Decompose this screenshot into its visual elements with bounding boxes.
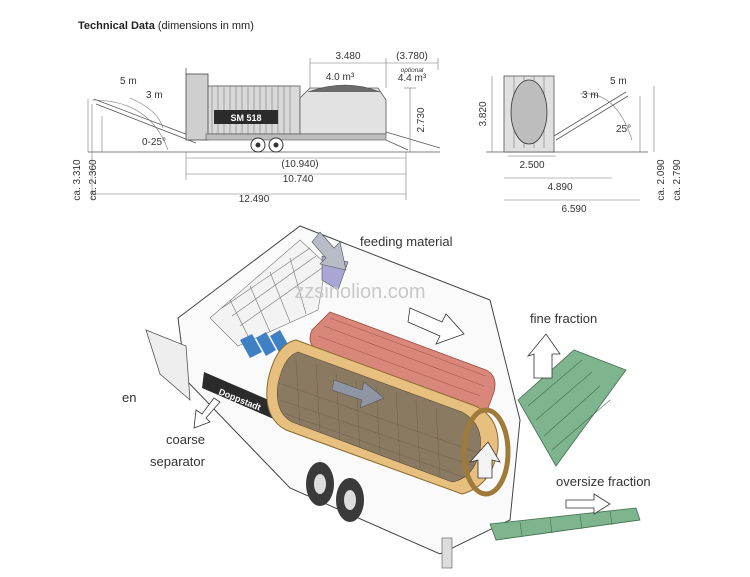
vert-2: ca. 2.360 [88,159,99,201]
oversize-conveyor-cleats [519,510,613,537]
fine-flow-arrow [407,307,465,345]
drum-flow-arrow [331,379,385,409]
label-side-text: en [122,390,136,405]
side-hopper [299,87,387,135]
drum-mesh-hatch [279,359,477,479]
conveyor-3m: 3 m [146,90,163,101]
brand-plate [202,372,278,420]
end-vert-1: ca. 2.090 [656,159,667,201]
drum-exit-arrow [468,441,501,479]
coarse-arrow [193,397,221,429]
label-coarse-1: coarse [166,432,205,447]
section-title: Technical Data (dimensions in mm) [78,20,254,32]
height-right: 2.730 [416,107,427,132]
fine-fraction-arrow [526,333,561,379]
towbar [145,329,191,401]
red-belt-stripes [317,317,487,397]
rear-stand [441,537,453,569]
isometric-machine: Doppstadt [122,225,651,569]
volume-std: 4.0 m³ [326,72,355,83]
conveyor-5m: 5 m [120,76,137,87]
iso-wheel-1 [306,462,334,506]
end-angle: 25° [616,124,631,135]
drum-mesh [277,351,481,483]
side-chassis [205,133,387,141]
vert-1: ca. 3.310 [72,159,83,201]
title-bold: Technical Data [78,20,155,32]
end-vert-2: ca. 2.790 [672,159,683,201]
feed-conveyor-upper [93,98,197,139]
dim-top-1: 3.480 [335,51,360,62]
hopper-grid-lines [221,247,323,341]
end-side-conveyor-2 [555,95,629,141]
label-oversize: oversize fraction [556,474,651,489]
title-note: (dimensions in mm) [157,20,254,32]
feeding-arrow-grey [311,231,347,271]
end-view-drawing: 3.820 5 m 3 m 25° 2.500 4.890 6.590 ca. … [478,75,683,215]
side-view-drawing: SM 518 [72,51,441,205]
dim-top-2: (3.780) [396,51,428,62]
end-drum [510,79,548,145]
end-conveyor-3m: 3 m [582,90,599,101]
end-width-1: 2.500 [519,160,544,171]
conveyor-swing-arc-2 [129,97,164,129]
optional-label: optional [401,67,424,74]
volume-opt: 4.4 m³ [398,73,427,84]
dim-bottom-1: (10.940) [281,159,318,170]
conveyor-swing-arc [91,99,169,151]
end-side-conveyor-1 [553,91,627,137]
side-front-tower [185,73,209,141]
end-width-3: 6.590 [561,204,586,215]
machine-badge: SM 518 [230,113,261,123]
dim-bottom-3: 12.490 [239,194,270,205]
end-conveyor-5m: 5 m [610,76,627,87]
label-feeding: feeding material [360,234,453,249]
end-swing-arc [579,93,633,141]
machine-badge-plate [214,110,278,124]
drum-front-ring [461,407,511,497]
dim-bottom-2: 10.740 [283,174,314,185]
feed-conveyor-lower [95,103,197,144]
oversize-arrow [565,493,611,515]
iso-wheel-2 [336,478,364,522]
fine-conveyor-cleats [527,359,611,451]
oversize-conveyor [489,507,641,541]
side-hopper-material [307,84,381,93]
fine-conveyor [517,349,627,467]
end-height: 3.820 [478,101,489,126]
side-rear-conveyor [385,131,441,149]
label-coarse-2: separator [150,454,206,469]
watermark: zzsinolion.com [294,281,425,303]
angle-side: 0-25° [142,137,166,148]
hopper-grid [209,239,327,347]
end-width-2: 4.890 [547,182,572,193]
label-fine: fine fraction [530,311,597,326]
